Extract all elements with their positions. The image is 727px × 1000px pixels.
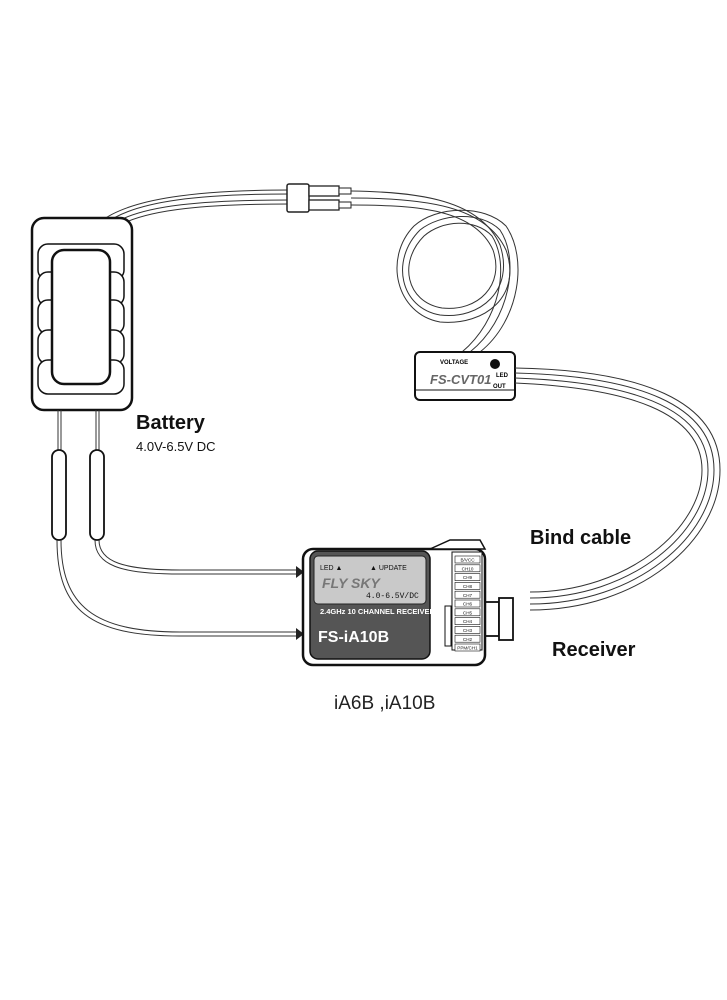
- bind-device: VOLTAGE FS-CVT01 LED OUT: [414, 351, 516, 401]
- receiver-port-label: CH6: [463, 602, 473, 607]
- receiver-port-box: [454, 634, 481, 643]
- bind-voltage-label: VOLTAGE: [440, 360, 468, 366]
- receiver-band: 2.4GHz 10 CHANNEL RECEIVER: [320, 607, 435, 616]
- battery-pack: [30, 216, 134, 412]
- receiver-label: Receiver: [552, 639, 636, 661]
- receiver-port-label: CH5: [463, 610, 473, 615]
- receiver-port-label: CH2: [463, 637, 473, 642]
- receiver-model: FS-iA10B: [318, 629, 389, 646]
- receiver-port-box: [454, 599, 481, 608]
- receiver-port-label: CH9: [463, 575, 473, 580]
- top-connector: [286, 183, 352, 213]
- receiver-update-label: ▲ UPDATE: [370, 565, 407, 572]
- receiver-port-box: [454, 608, 481, 617]
- battery-title: Battery: [136, 412, 205, 434]
- bind-model: FS-CVT01: [430, 372, 491, 387]
- receiver-port-box: [454, 582, 481, 590]
- receiver-port-box: [454, 590, 481, 599]
- receiver-voltage: 4.0-6.5V/DC: [366, 592, 419, 601]
- battery-leads: [51, 410, 304, 640]
- bind-out: OUT: [493, 384, 506, 390]
- receiver-port-label: CH8: [463, 584, 473, 589]
- receiver-port-box: [454, 643, 481, 652]
- receiver-port-box: [454, 617, 481, 625]
- receiver-port-label: CH10: [462, 566, 474, 571]
- battery-voltage: 4.0V-6.5V DC: [136, 439, 216, 454]
- receiver-port-label: B/VCC: [460, 558, 475, 563]
- receiver-brand: FLY SKY: [322, 575, 381, 591]
- connector-to-bind-wires: [350, 190, 519, 353]
- receiver-port-box: [454, 564, 481, 573]
- caption-models: iA6B ,iA10B: [334, 693, 436, 714]
- receiver-port-box: [454, 626, 481, 634]
- receiver-port-box: [454, 555, 481, 564]
- receiver-led-label: LED ▲: [320, 565, 343, 572]
- bind-cable-label: Bind cable: [530, 527, 632, 549]
- receiver-device: LED ▲ ▲ UPDATE FLY SKY 4.0-6.5V/DC 2.4GH…: [301, 539, 487, 667]
- receiver-port-label: CH7: [463, 593, 473, 598]
- receiver-port-box: [454, 573, 481, 581]
- receiver-port-label: PPM/CH1: [457, 646, 478, 651]
- receiver-port-label: CH3: [463, 628, 473, 633]
- receiver-plug: [484, 597, 514, 641]
- receiver-port-label: CH4: [463, 619, 473, 624]
- bind-led: LED: [496, 373, 509, 379]
- bind-cable-wires: [514, 367, 721, 611]
